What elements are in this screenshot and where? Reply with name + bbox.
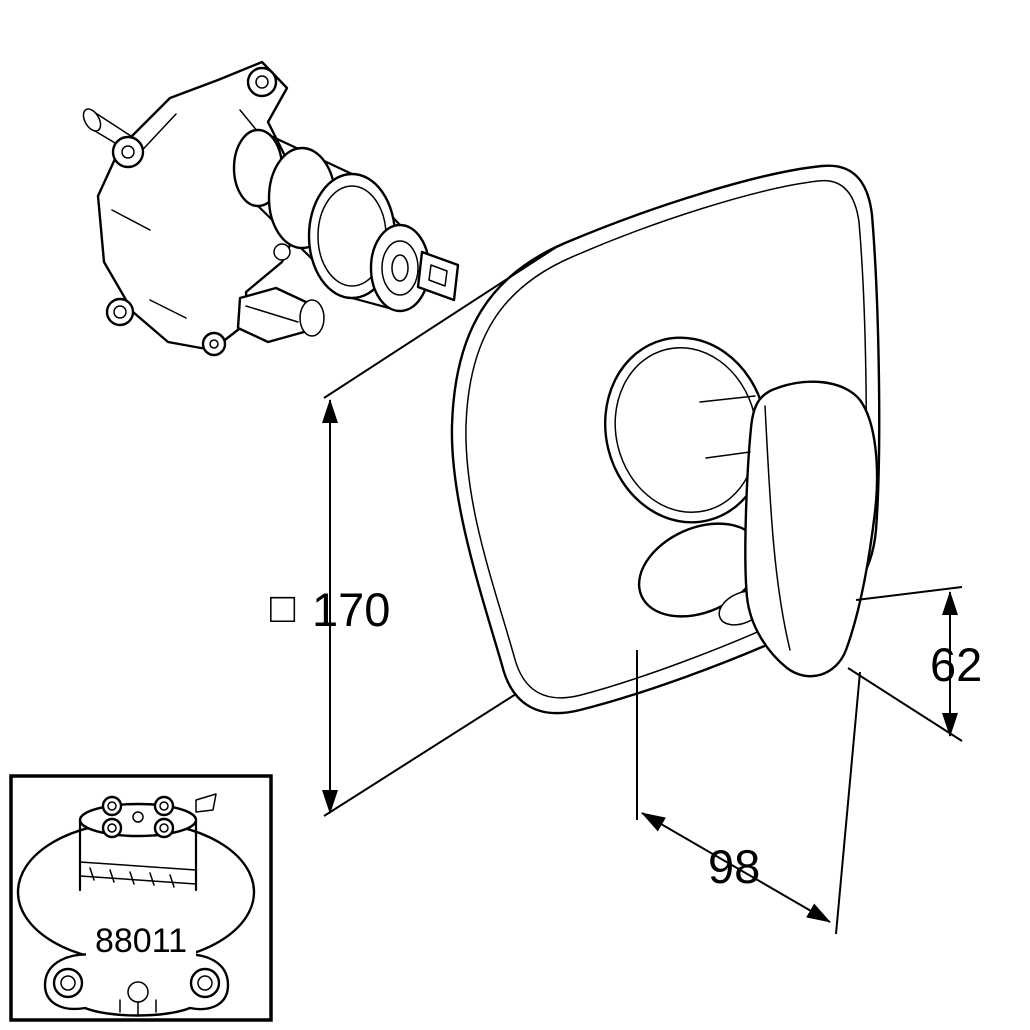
dimension-label-62: 62 bbox=[930, 638, 982, 691]
lever-handle bbox=[699, 380, 879, 678]
dimension-label-98: 98 bbox=[708, 840, 760, 893]
bracket-inner-contour bbox=[111, 109, 259, 319]
dimension-handle-62: 62 bbox=[847, 586, 982, 742]
hex-nut bbox=[236, 286, 325, 344]
cartridge bbox=[232, 128, 431, 313]
concealed-valve-body-drawing bbox=[82, 60, 460, 357]
top-bolts bbox=[101, 795, 175, 839]
trim-plate-drawing bbox=[450, 164, 881, 715]
valve-housing bbox=[43, 942, 230, 1017]
mounting-lugs bbox=[105, 66, 291, 357]
dimension-depth-98: 98 bbox=[636, 650, 861, 935]
square-spindle bbox=[416, 250, 460, 302]
side-tab bbox=[195, 793, 217, 813]
handle-boss bbox=[603, 336, 769, 524]
part-number-backdrop bbox=[86, 922, 196, 960]
square-symbol: □ bbox=[270, 584, 296, 631]
dimension-plate-170: □ 170 bbox=[270, 245, 559, 817]
dimension-label-170: 170 bbox=[312, 583, 390, 636]
inset-box: 88011 bbox=[9, 774, 273, 1022]
part-number-label: 88011 bbox=[95, 922, 187, 960]
inset-part-drawing: 88011 bbox=[16, 793, 256, 1017]
